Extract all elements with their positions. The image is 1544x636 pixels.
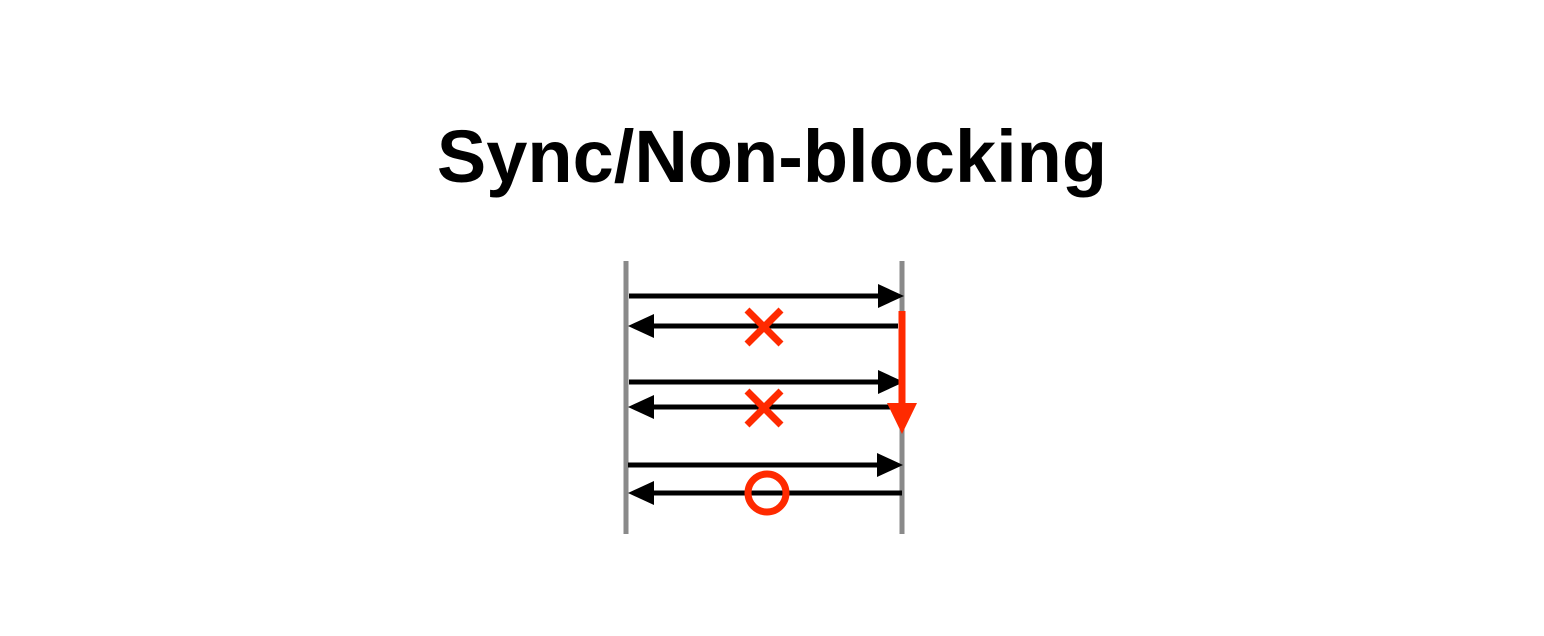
x-mark-icon bbox=[744, 388, 784, 428]
page-title: Sync/Non-blocking bbox=[436, 115, 1108, 198]
request-arrow-1 bbox=[629, 284, 904, 308]
response-arrow-3 bbox=[628, 481, 902, 505]
request-arrow-3 bbox=[628, 453, 903, 477]
circle-icon bbox=[744, 470, 790, 516]
request-arrow-2 bbox=[629, 370, 904, 394]
down-arrow-icon bbox=[887, 311, 917, 434]
x-mark-icon bbox=[744, 307, 784, 347]
response-arrow-2 bbox=[628, 395, 898, 419]
response-arrow-1 bbox=[628, 314, 898, 338]
